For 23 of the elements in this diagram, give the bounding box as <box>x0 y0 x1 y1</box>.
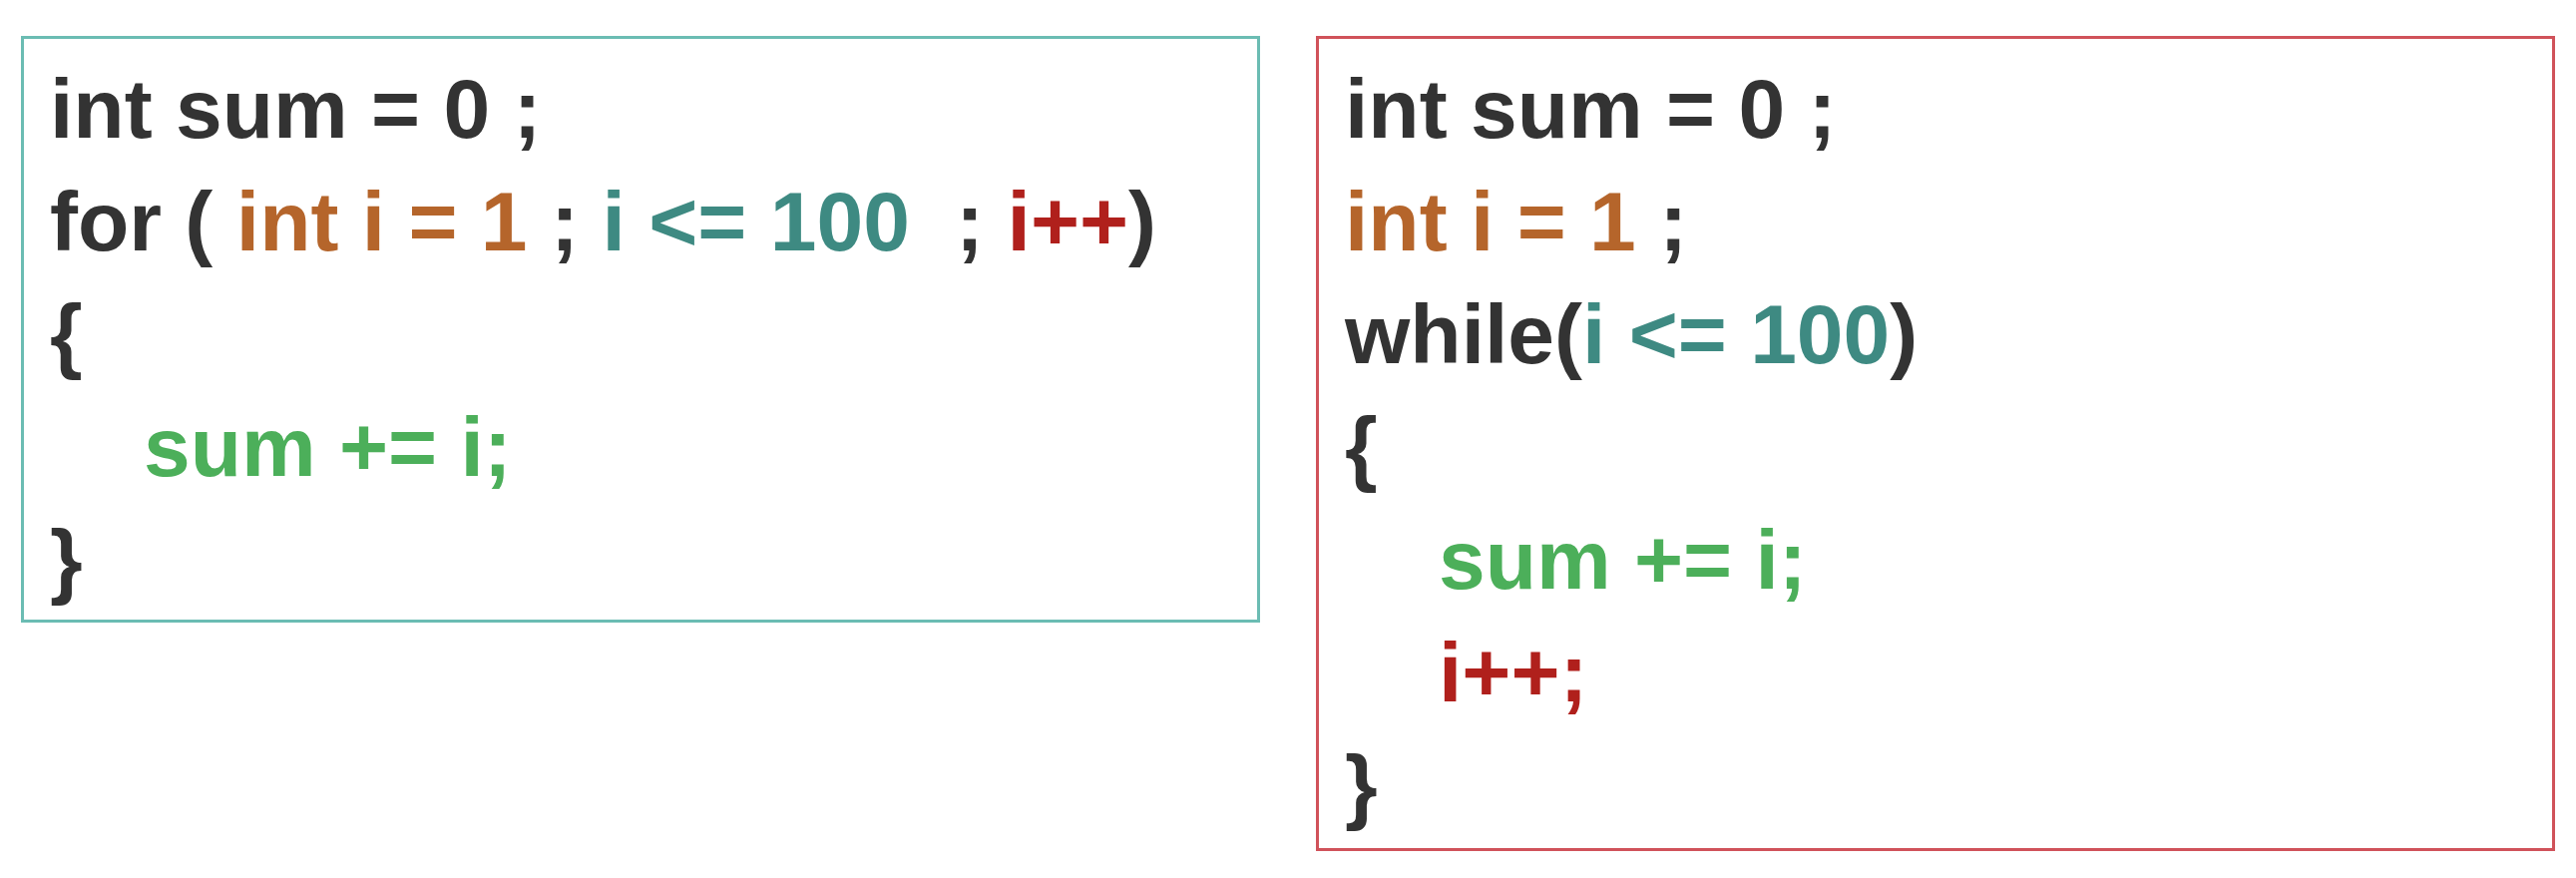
code-panel <box>1316 36 2555 851</box>
code-text: int sum = 0 ; <box>50 61 542 158</box>
code-text: while( <box>1345 286 1582 383</box>
code-text: for ( <box>50 174 214 270</box>
code-text: ) <box>1890 286 1919 383</box>
code-text: ; <box>1659 174 1688 270</box>
code-text: i++ <box>1007 174 1128 270</box>
code-text: { <box>50 286 83 383</box>
code-text: i <= 100 <box>602 174 910 270</box>
code-text: ) <box>1128 174 1156 270</box>
code-text: int i = 1 <box>235 174 528 270</box>
code-text: ; <box>551 174 580 270</box>
code-text: sum += i; <box>1439 512 1807 609</box>
code-text: i <= 100 <box>1582 286 1891 383</box>
code-text: int sum = 0 ; <box>1345 61 1837 158</box>
code-text: } <box>50 512 83 609</box>
code-text: { <box>1345 399 1378 496</box>
code-panel <box>21 36 1260 623</box>
code-text: sum += i; <box>144 399 512 496</box>
code-text: ; <box>956 174 985 270</box>
code-text: int i = 1 <box>1345 174 1636 270</box>
code-text: } <box>1345 737 1378 834</box>
code-text: i++; <box>1439 625 1588 721</box>
